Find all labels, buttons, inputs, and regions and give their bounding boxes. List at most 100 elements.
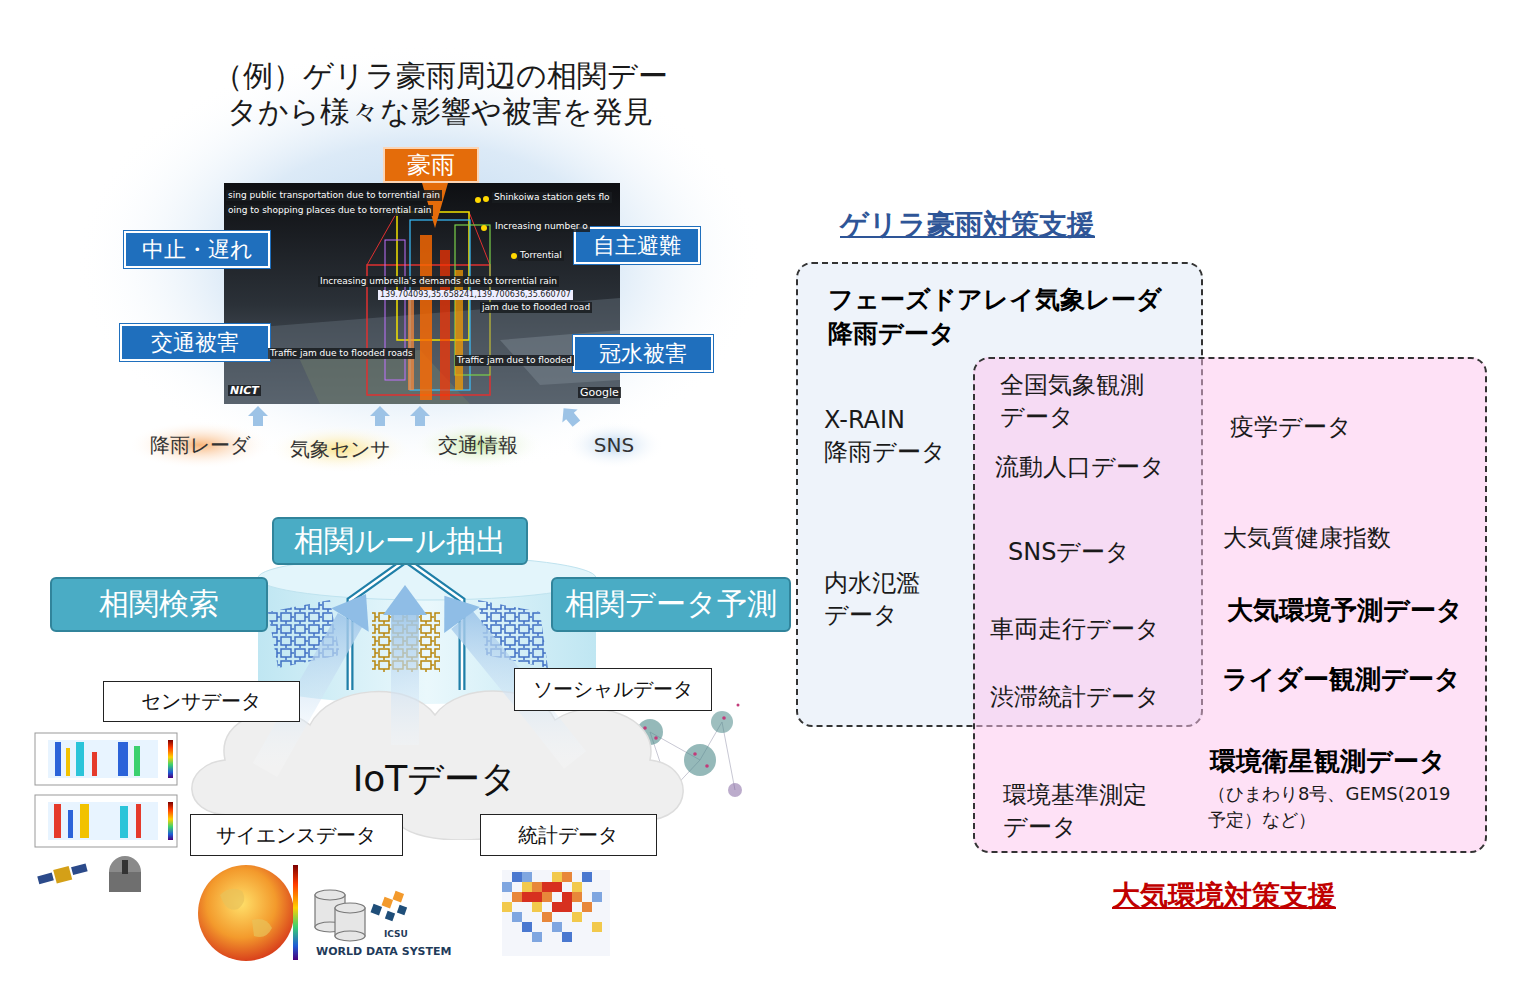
heat-map — [572, 882, 582, 892]
radar-dome-icon — [122, 860, 128, 874]
screenshot — [455, 270, 463, 390]
function-box: 相関ルール抽出 — [272, 517, 528, 565]
node-text: 中止・遅れ — [142, 235, 253, 265]
heat-map — [582, 872, 592, 882]
heat-map — [502, 882, 512, 892]
source-label: SNS — [594, 432, 634, 458]
data-item: 車両走行データ — [990, 613, 1190, 645]
node-text: ソーシャルデータ — [533, 676, 693, 703]
callout-box: 冠水被害 — [573, 335, 713, 372]
heat-map — [562, 902, 572, 912]
source-arrows — [248, 406, 268, 426]
background-glow — [75, 44, 765, 480]
network-graph — [654, 736, 658, 740]
sensor-plots — [80, 804, 89, 838]
heat-map — [552, 872, 562, 882]
source-arrows — [556, 402, 584, 430]
node-text: 相関データ予測 — [565, 584, 777, 625]
sensor-plots — [76, 742, 84, 776]
network-graph — [711, 711, 733, 733]
sensor-plots — [92, 752, 97, 776]
logo-text: Google — [578, 387, 621, 398]
heat-map — [532, 902, 542, 912]
heat-map — [512, 872, 522, 882]
database-cylinder — [350, 560, 462, 690]
screenshot — [420, 235, 432, 400]
screenshot — [385, 240, 405, 380]
callout-box: 中止・遅れ — [124, 231, 270, 268]
data-type-box: ソーシャルデータ — [514, 668, 712, 711]
screenshot — [367, 212, 397, 265]
source-arrows — [410, 406, 430, 426]
source-label: 気象センサ — [290, 436, 390, 462]
logo-text: ICSU — [384, 929, 408, 941]
sensor-plots — [35, 733, 177, 847]
data-item: X-RAIN 降雨データ — [824, 404, 974, 469]
network-graph — [705, 764, 709, 768]
heat-map — [502, 870, 610, 956]
network-graph — [693, 752, 697, 756]
satellite-icon — [37, 863, 87, 884]
heat-map — [502, 902, 512, 912]
sensor-plots — [118, 742, 128, 776]
data-item: 環境基準測定 データ — [1003, 779, 1193, 844]
heat-map — [552, 902, 562, 912]
database-cylinder — [372, 612, 440, 672]
screenshot — [224, 183, 620, 404]
database-icon — [315, 890, 345, 900]
heat-map — [522, 892, 532, 902]
heat-map — [522, 882, 532, 892]
heat-map — [592, 892, 602, 902]
heat-map — [562, 892, 572, 902]
heat-map — [542, 882, 552, 892]
sensor-plots — [120, 806, 128, 838]
function-box: 相関検索 — [50, 577, 268, 632]
heat-map — [542, 892, 552, 902]
screenshot-text: Torrential — [518, 250, 564, 261]
data-flow-arrows — [383, 585, 427, 615]
logo-text: WORLD DATA SYSTEM — [316, 945, 451, 959]
heat-map — [572, 912, 582, 922]
data-flow-arrows — [331, 594, 368, 632]
sensor-plots — [136, 804, 141, 838]
globe-map — [293, 865, 298, 960]
function-box: 相関データ予測 — [551, 577, 791, 632]
sensor-plots — [35, 733, 177, 785]
database-icon — [315, 890, 365, 941]
heat-map — [592, 922, 602, 932]
heat-map — [542, 912, 552, 922]
source-glow — [564, 421, 664, 469]
data-item: 疫学データ — [1230, 411, 1430, 443]
node-text: 豪雨 — [407, 149, 455, 181]
globe-map — [198, 865, 294, 961]
heat-map — [512, 912, 522, 922]
source-arrows — [370, 406, 390, 426]
sensor-plots — [168, 740, 173, 778]
screenshot-text: Increasing number o — [493, 221, 590, 232]
data-flow-arrows — [444, 596, 480, 633]
sensor-plots — [66, 748, 70, 776]
coordinate-text: 139.704093,35.658241,139.700636,35.66070… — [378, 290, 573, 300]
screenshot — [511, 253, 517, 259]
heat-map — [552, 922, 562, 932]
source-glow — [268, 425, 412, 473]
screenshot — [469, 212, 490, 265]
data-item: 大気環境予測データ — [1227, 593, 1489, 628]
data-item-note: （ひまわり8号、GEMS(2019 予定）など） — [1208, 781, 1478, 833]
satellite-icon — [37, 873, 54, 885]
region-heading: ゲリラ豪雨対策支援 — [840, 206, 1095, 244]
region-heading: 大気環境対策支援 — [1112, 877, 1336, 915]
node-text: IoTデータ — [170, 755, 700, 804]
data-type-box: センサデータ — [103, 681, 300, 722]
database-icon — [335, 903, 365, 913]
globe-map — [220, 889, 244, 910]
heat-map — [532, 882, 542, 892]
heat-map — [562, 872, 572, 882]
screenshot — [483, 196, 489, 202]
node-text: 相関検索 — [99, 584, 219, 625]
heat-map — [552, 882, 562, 892]
icsu-logo — [385, 911, 395, 921]
data-item: 渋滞統計データ — [990, 681, 1190, 713]
heat-map — [512, 892, 522, 902]
